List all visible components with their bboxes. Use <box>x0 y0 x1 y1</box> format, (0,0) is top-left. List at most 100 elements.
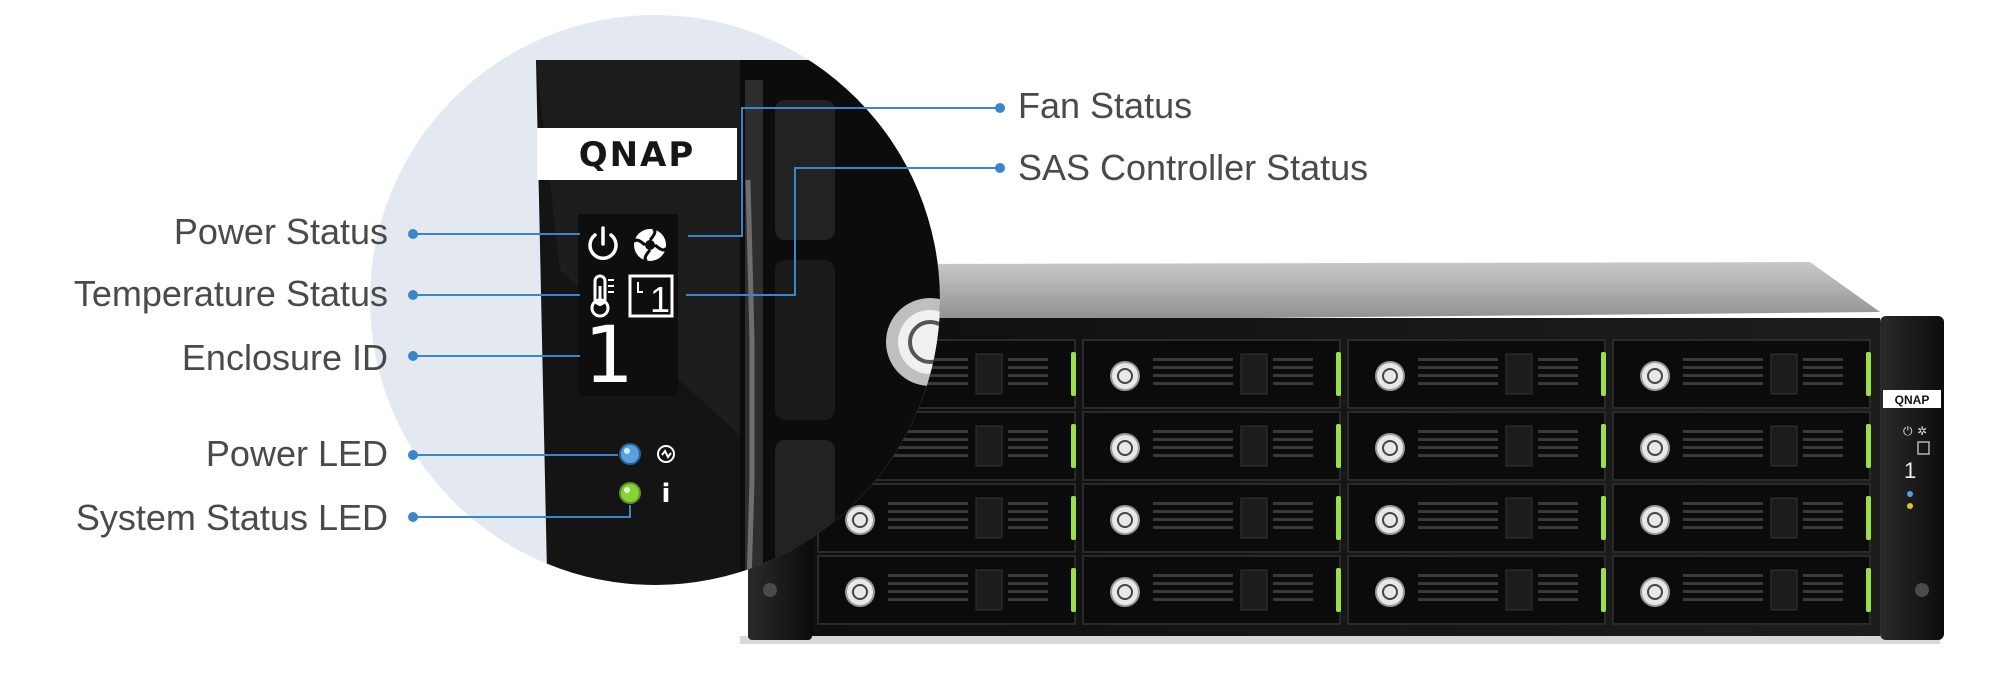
drive-vent <box>1803 374 1843 377</box>
drive-vent <box>1538 430 1578 433</box>
drive-vent <box>1803 358 1843 361</box>
drive-vent <box>1273 358 1313 361</box>
drive-lock-icon <box>1375 361 1405 391</box>
drive-vent <box>888 510 968 513</box>
drive-handle <box>1505 497 1533 539</box>
drive-vent <box>1538 374 1578 377</box>
small-fan-icon: ✲ <box>1917 424 1927 438</box>
callout-dot-power-status <box>408 229 418 239</box>
drive-vent <box>1803 438 1843 441</box>
drive-lock-ring <box>1647 584 1663 600</box>
drive-vent <box>888 574 968 577</box>
drive-vent <box>1273 438 1313 441</box>
drive-latch-indicator <box>1336 496 1341 540</box>
label-enclosure-id: Enclosure ID <box>181 337 388 378</box>
drive-lock-icon <box>845 505 875 535</box>
drive-bays <box>817 339 1871 625</box>
drive-vent <box>1008 582 1048 585</box>
drive-bay <box>1347 555 1606 625</box>
drive-latch-indicator <box>1866 352 1871 396</box>
power-led-glow <box>624 448 630 454</box>
drive-vent <box>1418 430 1498 433</box>
drive-vent <box>1008 510 1048 513</box>
drive-vent <box>1008 438 1048 441</box>
drive-vent <box>1538 382 1578 385</box>
drive-lock-icon <box>845 577 875 607</box>
drive-vent <box>1153 366 1233 369</box>
drive-vent <box>1683 502 1763 505</box>
qnap-logo: QNAP <box>579 135 696 175</box>
drive-vent <box>1153 598 1233 601</box>
enclosure: QNAP ⏻ ✲ 1 <box>740 262 1944 644</box>
drive-vent <box>1803 526 1843 529</box>
drive-vent <box>1538 526 1578 529</box>
drive-vent <box>1153 382 1233 385</box>
drive-vent <box>1683 454 1763 457</box>
drive-vent <box>1418 502 1498 505</box>
drive-vent <box>1803 430 1843 433</box>
drive-latch-indicator <box>1336 352 1341 396</box>
info-glyph-icon: i <box>662 479 671 509</box>
drive-vent <box>1418 582 1498 585</box>
drive-vent <box>1008 374 1048 377</box>
small-power-icon: ⏻ <box>1903 424 1913 438</box>
drive-vent <box>1008 502 1048 505</box>
drive-vent <box>1418 518 1498 521</box>
drive-vent <box>1803 454 1843 457</box>
small-power-led <box>1907 491 1913 497</box>
drive-vent <box>1683 374 1763 377</box>
drive-vent <box>1008 446 1048 449</box>
drive-vent <box>888 590 968 593</box>
small-sas-icon <box>1917 441 1930 455</box>
fan-icon <box>632 227 668 263</box>
drive-vent <box>1273 518 1313 521</box>
drive-vent <box>1418 526 1498 529</box>
drive-latch-indicator <box>1601 496 1606 540</box>
drive-lock-ring <box>1647 512 1663 528</box>
drive-vent <box>1803 598 1843 601</box>
drive-vent <box>1153 438 1233 441</box>
callout-dots <box>408 103 1005 522</box>
drive-vent <box>1008 358 1048 361</box>
drive-vent <box>1273 430 1313 433</box>
drive-vent <box>1803 590 1843 593</box>
drive-vent <box>1273 598 1313 601</box>
drive-vent <box>1153 574 1233 577</box>
drive-lock-ring <box>1117 512 1133 528</box>
drive-handle <box>975 569 1003 611</box>
drive-vent <box>1273 582 1313 585</box>
label-sas-controller-status: SAS Controller Status <box>1018 147 1369 188</box>
drive-vent <box>1153 582 1233 585</box>
drive-vent <box>1538 598 1578 601</box>
drive-vent <box>1538 510 1578 513</box>
drive-vent <box>1803 366 1843 369</box>
thermometer-icon <box>590 274 614 318</box>
drive-vent <box>1153 510 1233 513</box>
drive-vent <box>1803 518 1843 521</box>
drive-bay <box>1347 339 1606 409</box>
drive-bay <box>1347 483 1606 553</box>
drive-bay <box>1082 411 1341 481</box>
drive-lock-ring <box>1382 584 1398 600</box>
small-enclosure-digit: 1 <box>1904 458 1916 483</box>
drive-bay <box>1082 339 1341 409</box>
callout-dot-fan <box>995 103 1005 113</box>
enclosure-id-digit: 1 <box>584 311 634 401</box>
enclosure-shadow <box>740 636 1940 644</box>
drive-latch-indicator <box>1866 496 1871 540</box>
small-qnap-logo: QNAP <box>1895 393 1930 407</box>
drive-vent <box>1683 510 1763 513</box>
callout-dot-enclosure-id <box>408 351 418 361</box>
callout-dot-power-led <box>408 450 418 460</box>
label-fan-status: Fan Status <box>1018 85 1193 126</box>
drive-lock-ring <box>1647 440 1663 456</box>
drive-vent <box>1273 382 1313 385</box>
qnap-logo-plate <box>537 128 737 180</box>
drive-vent <box>1273 366 1313 369</box>
drive-vent <box>1153 518 1233 521</box>
label-temperature-status: Temperature Status <box>73 273 388 314</box>
right-control-ear: QNAP ⏻ ✲ 1 <box>1880 316 1944 640</box>
callout-line-fan <box>688 107 1000 237</box>
drive-handle <box>975 425 1003 467</box>
drive-vent <box>1538 454 1578 457</box>
